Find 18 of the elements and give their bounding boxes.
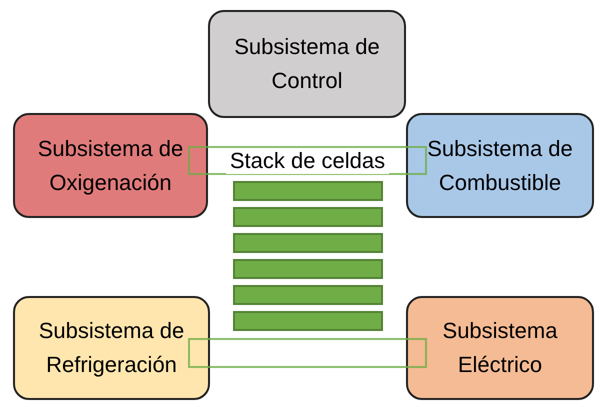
subsystem-box: [13, 296, 210, 400]
subsystem-name: Subsistema de Control: [233, 33, 381, 95]
subsystem-name: Subsistema de Combustible: [426, 134, 574, 196]
outline-box: [188, 338, 427, 368]
cell-bar: [233, 285, 383, 305]
stack-label-box: [188, 146, 427, 175]
cell-bar: [233, 181, 383, 201]
subsystem-box: [208, 10, 406, 118]
subsystem-name: Subsistema de Refrigeración: [38, 317, 186, 379]
cell-bar: [233, 233, 383, 253]
cell-bar: [233, 311, 383, 331]
subsystem-box: [13, 113, 208, 218]
subsystem-box: [406, 113, 594, 218]
subsystem-name: Subsistema Eléctrico: [442, 317, 558, 379]
cell-bar: [233, 207, 383, 227]
subsystem-box: [406, 296, 594, 400]
cell-bar: [233, 259, 383, 279]
subsystem-name: Subsistema de Oxigenación: [36, 134, 184, 197]
